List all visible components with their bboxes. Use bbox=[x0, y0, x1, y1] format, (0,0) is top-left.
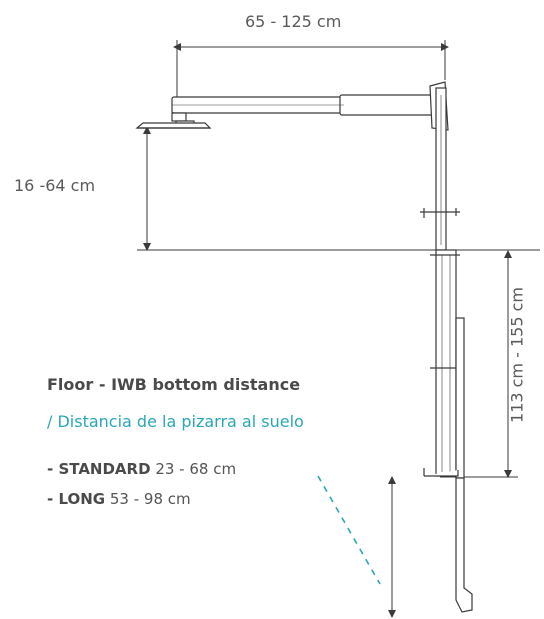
lower-column bbox=[423, 249, 465, 479]
board-panel bbox=[455, 477, 473, 613]
long-option: - LONG 53 - 98 cm bbox=[47, 490, 191, 508]
long-option-prefix: - LONG bbox=[47, 490, 106, 508]
dashed-indicator bbox=[317, 475, 381, 585]
arm-dimension-line bbox=[173, 40, 449, 105]
floor-distance-title: Floor - IWB bottom distance bbox=[47, 375, 301, 394]
floor-distance-subtitle: / Distancia de la pizarra al suelo bbox=[47, 412, 304, 431]
vertical-range-label: 113 cm - 155 cm bbox=[507, 287, 527, 423]
standard-option-prefix: - STANDARD bbox=[47, 460, 151, 478]
standard-option: - STANDARD 23 - 68 cm bbox=[47, 460, 236, 478]
standard-option-value: 23 - 68 cm bbox=[155, 460, 237, 478]
projector-arm bbox=[171, 81, 449, 131]
vertical-dimension-line bbox=[440, 250, 518, 478]
long-option-value: 53 - 98 cm bbox=[109, 490, 191, 508]
arm-length-label: 65 - 125 cm bbox=[245, 12, 342, 31]
drop-dimension-line bbox=[137, 126, 540, 251]
projector-bracket bbox=[135, 112, 212, 129]
projector-drop-label: 16 -64 cm bbox=[14, 176, 96, 195]
